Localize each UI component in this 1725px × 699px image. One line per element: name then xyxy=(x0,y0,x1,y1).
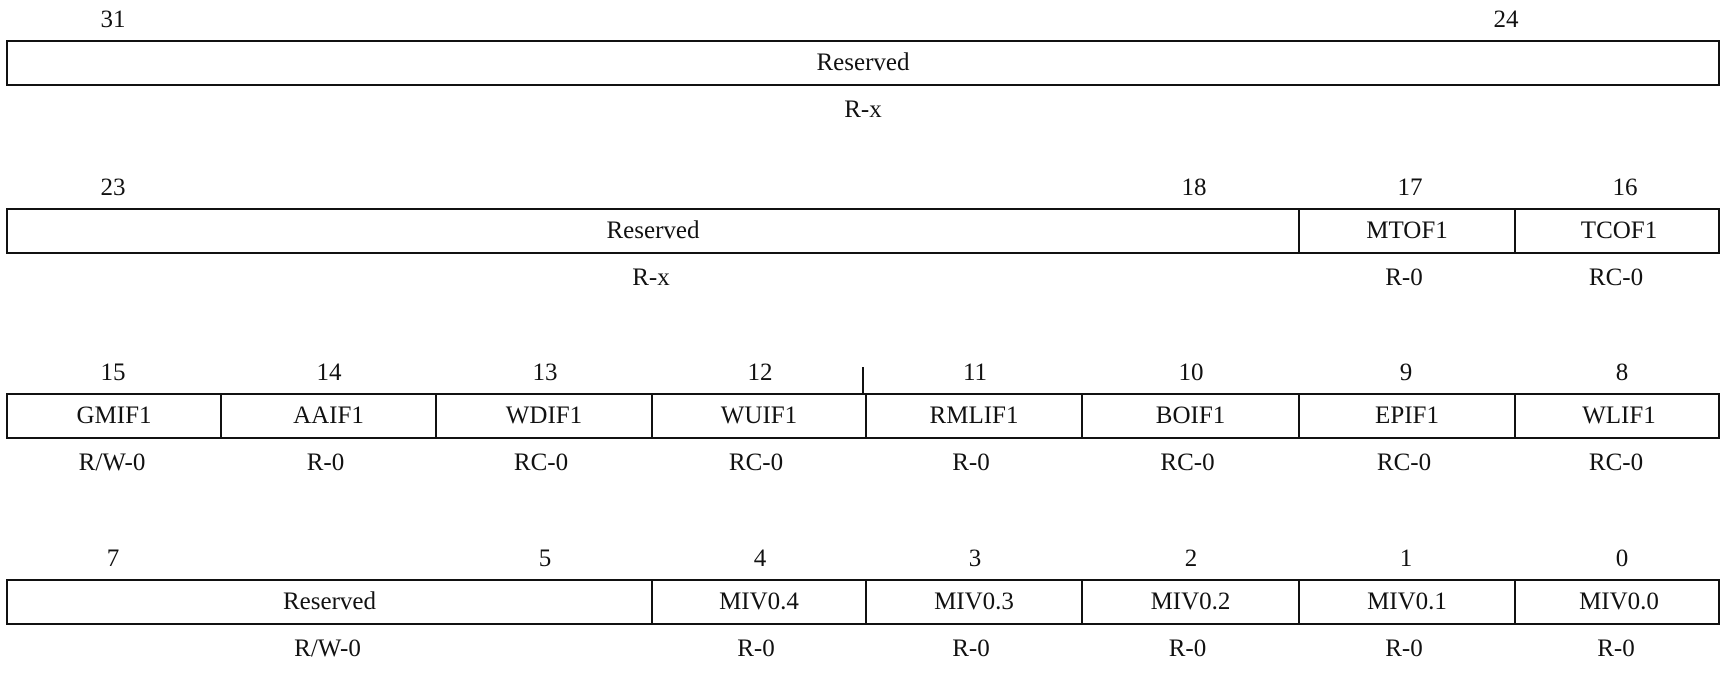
bit-number: 12 xyxy=(747,359,773,386)
register-box: Reserved MIV0.4 MIV0.3 MIV0.2 MIV0.1 MIV… xyxy=(6,579,1720,625)
field-name: Reserved xyxy=(282,588,377,615)
field-wlif1: WLIF1 xyxy=(1514,395,1722,437)
register-box: Reserved MTOF1 TCOF1 xyxy=(6,208,1720,254)
field-name: MIV0.4 xyxy=(719,588,799,615)
field-name: GMIF1 xyxy=(76,402,152,429)
field-access: R-0 xyxy=(952,449,990,476)
bit-numbers: 23 18 17 16 xyxy=(6,168,1720,208)
field-miv0-1: MIV0.1 xyxy=(1298,581,1514,623)
field-wdif1: WDIF1 xyxy=(435,395,651,437)
bit-numbers: 15 14 13 12 11 10 9 8 xyxy=(6,353,1720,393)
field-reserved: Reserved xyxy=(8,42,1718,84)
field-miv0-3: MIV0.3 xyxy=(865,581,1081,623)
field-rmlif1: RMLIF1 xyxy=(865,395,1081,437)
field-name: MTOF1 xyxy=(1366,217,1448,244)
field-gmif1: GMIF1 xyxy=(8,395,220,437)
field-miv0-4: MIV0.4 xyxy=(651,581,865,623)
field-name: EPIF1 xyxy=(1375,402,1439,429)
field-boif1: BOIF1 xyxy=(1081,395,1298,437)
bit-number: 24 xyxy=(1493,6,1519,33)
field-access: RC-0 xyxy=(1588,264,1644,291)
field-name: Reserved xyxy=(606,217,700,244)
field-name: WLIF1 xyxy=(1582,402,1656,429)
register-row-7-0: 7 5 4 3 2 1 0 Reserved MIV0.4 MIV0.3 MIV… xyxy=(6,539,1720,699)
field-name: BOIF1 xyxy=(1155,402,1226,429)
bit-number: 5 xyxy=(538,545,552,572)
bit-number: 13 xyxy=(532,359,558,386)
bit-numbers: 7 5 4 3 2 1 0 xyxy=(6,539,1720,579)
register-row-15-8: 15 14 13 12 11 10 9 8 GMIF1 AAIF1 WDIF1 … xyxy=(6,353,1720,513)
field-name: AAIF1 xyxy=(293,402,364,429)
bit-numbers: 31 24 xyxy=(6,0,1720,40)
field-miv0-2: MIV0.2 xyxy=(1081,581,1298,623)
bit-number: 3 xyxy=(968,545,982,572)
field-access: R-0 xyxy=(306,449,345,476)
bit-number: 7 xyxy=(106,545,120,572)
field-name: MIV0.1 xyxy=(1367,588,1447,615)
bit-number: 15 xyxy=(100,359,126,386)
bit-number: 18 xyxy=(1181,174,1207,201)
field-name: WDIF1 xyxy=(505,402,583,429)
register-box: Reserved xyxy=(6,40,1720,86)
field-access: R-x xyxy=(632,264,670,291)
field-name: MIV0.0 xyxy=(1579,588,1659,615)
field-access: R-0 xyxy=(737,635,775,662)
register-row-31-24: 31 24 Reserved R-x xyxy=(6,0,1720,160)
bit-number: 10 xyxy=(1178,359,1204,386)
bit-number: 14 xyxy=(316,359,342,386)
bit-number: 16 xyxy=(1612,174,1638,201)
field-access: RC-0 xyxy=(1160,449,1215,476)
field-reserved: Reserved xyxy=(8,210,1298,252)
field-access: R-0 xyxy=(1597,635,1635,662)
register-row-23-16: 23 18 17 16 Reserved MTOF1 TCOF1 R-x R-0… xyxy=(6,168,1720,328)
field-name: RMLIF1 xyxy=(929,402,1019,429)
field-access: R-0 xyxy=(1385,264,1423,291)
bit-number: 31 xyxy=(100,6,126,33)
field-name: MIV0.3 xyxy=(934,588,1014,615)
field-name: TCOF1 xyxy=(1580,217,1658,244)
field-access: RC-0 xyxy=(513,449,569,476)
field-access: RC-0 xyxy=(1588,449,1644,476)
bit-number: 17 xyxy=(1397,174,1423,201)
bit-number: 23 xyxy=(100,174,126,201)
bit-number: 0 xyxy=(1615,545,1629,572)
field-reserved: Reserved xyxy=(8,581,651,623)
field-name: MIV0.2 xyxy=(1150,588,1231,615)
field-access: R-0 xyxy=(1385,635,1423,662)
field-access: RC-0 xyxy=(728,449,784,476)
bit-number: 1 xyxy=(1399,545,1413,572)
divider-tick xyxy=(862,367,864,395)
field-miv0-0: MIV0.0 xyxy=(1514,581,1722,623)
field-name: WUIF1 xyxy=(720,402,798,429)
field-access: R/W-0 xyxy=(78,449,146,476)
register-box: GMIF1 AAIF1 WDIF1 WUIF1 RMLIF1 BOIF1 EPI… xyxy=(6,393,1720,439)
bit-number: 8 xyxy=(1615,359,1629,386)
bit-number: 11 xyxy=(962,359,988,386)
field-access: R-0 xyxy=(1168,635,1207,662)
field-access: R-0 xyxy=(952,635,990,662)
bit-number: 9 xyxy=(1399,359,1413,386)
field-epif1: EPIF1 xyxy=(1298,395,1514,437)
field-name: Reserved xyxy=(816,49,910,76)
field-wuif1: WUIF1 xyxy=(651,395,865,437)
bit-number: 2 xyxy=(1184,545,1198,572)
field-aaif1: AAIF1 xyxy=(220,395,435,437)
bit-number: 4 xyxy=(753,545,767,572)
field-mtof1: MTOF1 xyxy=(1298,210,1514,252)
field-tcof1: TCOF1 xyxy=(1514,210,1722,252)
field-access: R-x xyxy=(844,96,882,123)
field-access: R/W-0 xyxy=(294,635,361,662)
field-access: RC-0 xyxy=(1376,449,1432,476)
